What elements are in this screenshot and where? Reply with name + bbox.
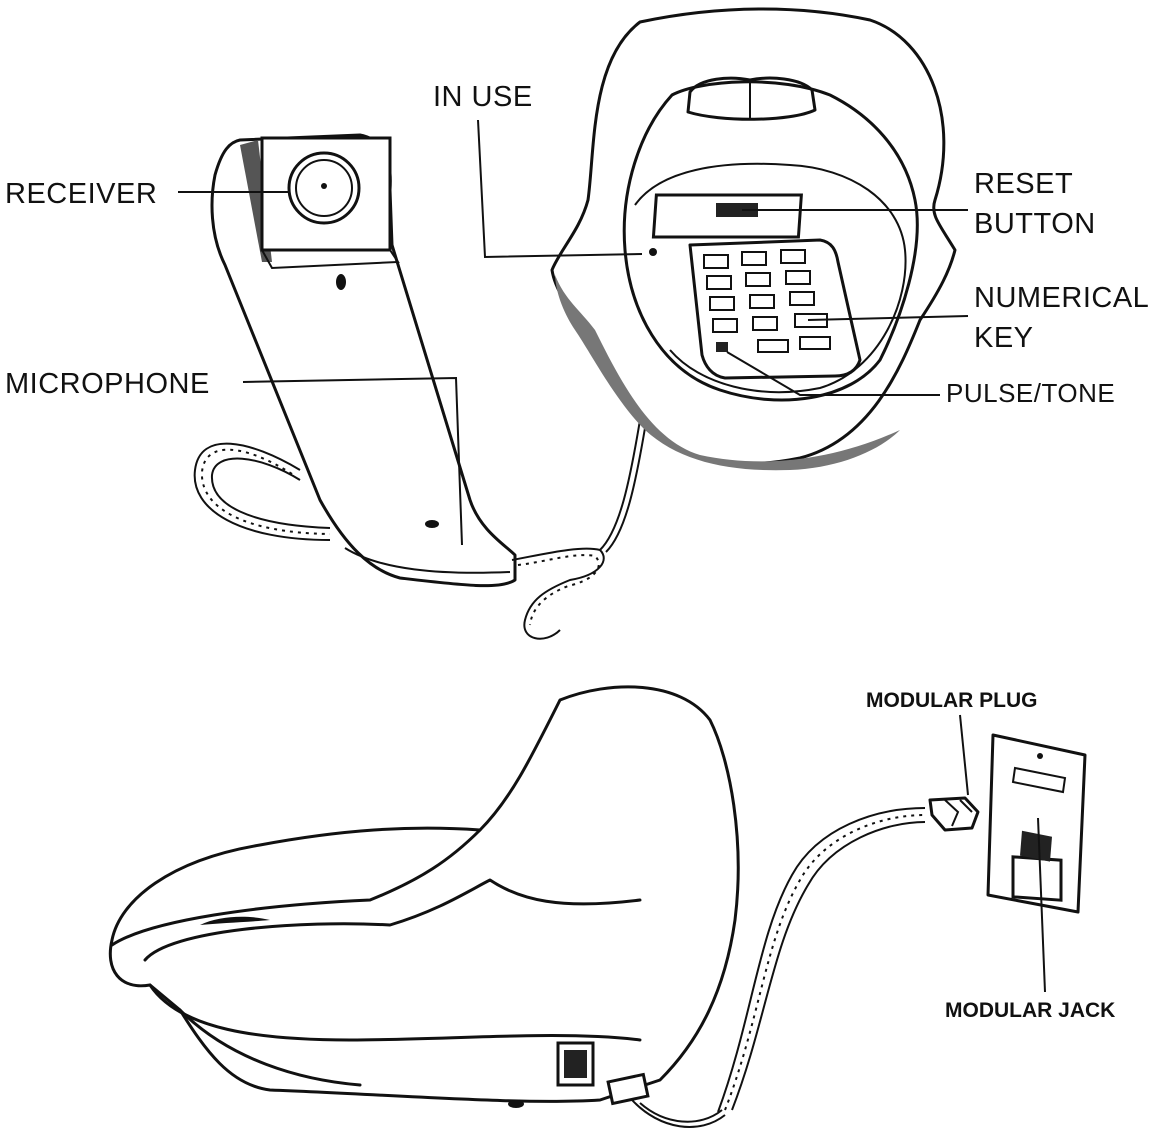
reset-button[interactable]	[716, 203, 758, 217]
base-plug	[606, 1072, 650, 1106]
line-cord	[606, 796, 980, 1128]
label-modular-jack: MODULAR JACK	[945, 999, 1115, 1022]
lips-dial-unit	[550, 7, 957, 471]
mouth-opening	[622, 80, 919, 402]
numeric-keys[interactable]	[703, 249, 831, 353]
receiver-square	[260, 136, 392, 252]
label-numerical-line1: NUMERICAL	[974, 282, 1149, 314]
modular-jack	[1011, 855, 1063, 902]
receiver-speaker	[287, 151, 361, 225]
label-microphone: MICROPHONE	[5, 368, 210, 400]
label-numerical-line2: KEY	[974, 322, 1034, 354]
handset	[193, 133, 517, 588]
teeth	[686, 76, 817, 121]
wall-plate	[986, 733, 1087, 914]
modular-plug	[928, 796, 980, 832]
label-in-use: IN USE	[433, 81, 533, 113]
label-pulse-tone: PULSE/TONE	[946, 378, 1115, 408]
labels: RECEIVER MICROPHONE IN USE RESET BUTTON …	[5, 81, 1149, 1022]
leader-lines	[178, 119, 1046, 993]
lips-bottom-shadow	[555, 275, 900, 471]
label-receiver: RECEIVER	[5, 178, 157, 210]
cradle-outer	[108, 685, 740, 1103]
keypad-outline	[688, 238, 862, 380]
microphone-hole	[425, 520, 439, 528]
pulse-tone-switch[interactable]	[716, 342, 728, 352]
label-reset-line1: RESET	[974, 168, 1073, 200]
handset-line-cord	[511, 419, 647, 640]
wall-plate-outline	[986, 733, 1087, 914]
label-reset-line2: BUTTON	[974, 208, 1096, 240]
tongue	[634, 162, 907, 394]
hook-dot	[336, 274, 346, 290]
in-use-indicator	[649, 248, 657, 256]
lips-outline	[550, 7, 957, 466]
label-modular-plug: MODULAR PLUG	[866, 689, 1038, 712]
base-cradle	[108, 685, 740, 1108]
handset-coil-cord	[193, 442, 331, 541]
